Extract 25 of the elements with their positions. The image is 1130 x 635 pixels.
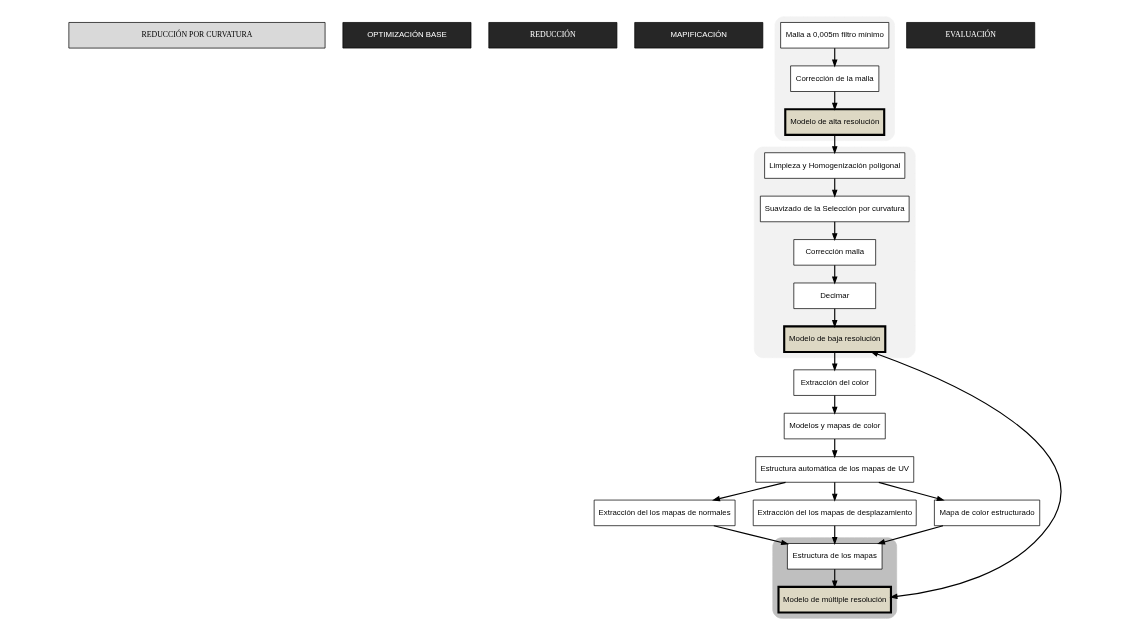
node-box: Limpieza y Homogenización poligonal [764,152,906,179]
node-box: Estructura de los mapas [787,543,883,570]
node-box: Extracción del los mapas de desplazamiento [752,499,917,527]
node-box: Malla a 0,005m filtro mínimo [780,22,890,49]
node-box: Modelo de alta resolución [784,108,886,136]
node-box: REDUCCIÓN POR CURVATURA [68,22,326,49]
node-box: Modelos y mapas de color [783,412,886,440]
node-box: REDUCCIÓN [488,22,618,49]
node-box: Corrección de la malla [790,65,880,92]
node-box: EVALUACIÓN [906,22,1036,49]
arrow [870,351,1062,600]
node-box: OPTIMIZACIÓN BASE [342,22,472,49]
node-box: Modelo de múltiple resolución [777,585,893,614]
arrow [877,525,944,545]
node-box: Decimar [793,282,876,309]
node-box: Modelo de baja resolución [783,325,887,354]
node-box: Extracción del color [793,369,876,396]
node-box: MAPIFICACIÓN [634,22,764,49]
node-box: Extracción del los mapas de normales [593,499,736,527]
node-box: Mapa de color estructurado [934,499,1041,527]
arrow [713,525,790,546]
node-box: Suavizado de la Selección por curvatura [760,195,910,223]
node-box: Estructura automática de los mapas de UV [755,456,915,483]
cluster [774,16,895,141]
node-box: Corrección malla [793,239,876,266]
